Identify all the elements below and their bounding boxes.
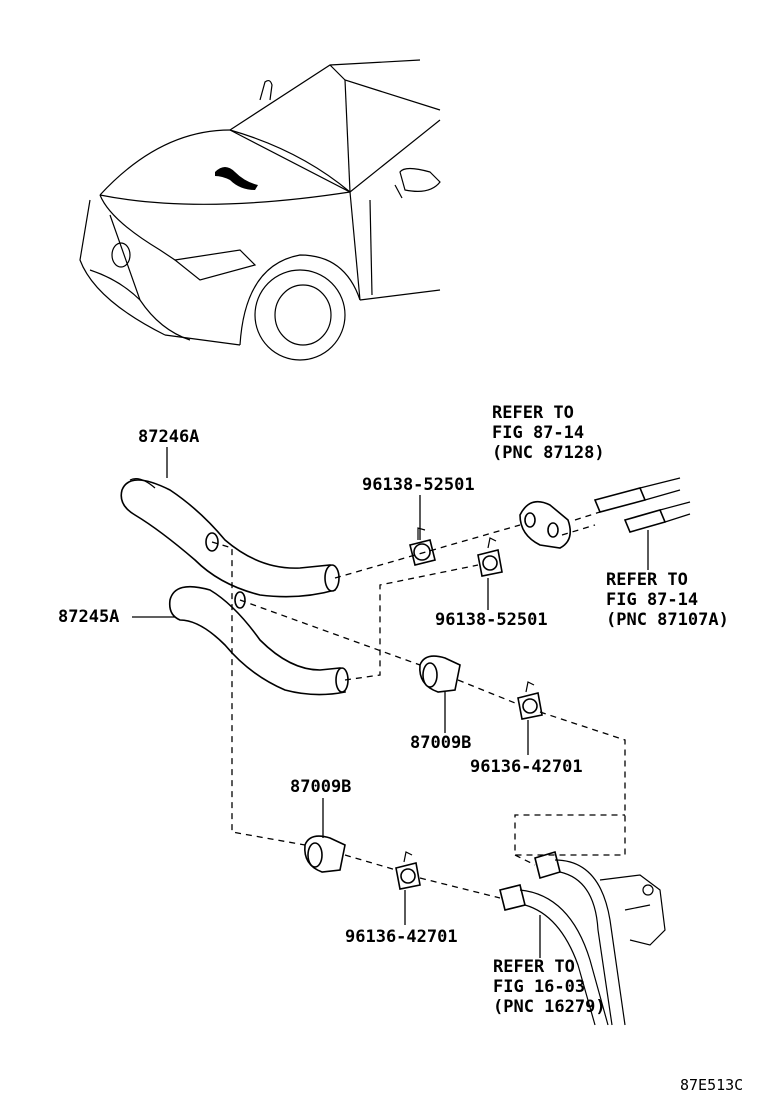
- car-illustration: [79, 59, 441, 361]
- ref3-line3: (PNC 16279): [493, 997, 606, 1017]
- reference-note-16279: REFER TO FIG 16-03 (PNC 16279): [493, 957, 606, 1017]
- label-clamp-96138-lower: 96138-52501: [435, 610, 548, 630]
- label-clamp-96136-upper: 96136-42701: [470, 757, 583, 777]
- ref2-line3: (PNC 87107A): [606, 610, 729, 630]
- ref3-line2: FIG 16-03: [493, 977, 585, 997]
- reference-note-87128: REFER TO FIG 87-14 (PNC 87128): [492, 403, 605, 463]
- grommet-87128: [519, 500, 571, 549]
- hose-87246a: [120, 478, 340, 598]
- figure-code: 87E513C: [680, 1076, 743, 1094]
- label-part-87009b-lower: 87009B: [290, 777, 351, 797]
- reference-note-87107a: REFER TO FIG 87-14 (PNC 87107A): [606, 570, 729, 630]
- ref2-line2: FIG 87-14: [606, 590, 698, 610]
- ref1-line1: REFER TO: [492, 403, 574, 423]
- label-hose-87246a: 87246A: [138, 427, 199, 447]
- clamp-96138-lower: [477, 537, 503, 577]
- ref1-line3: (PNC 87128): [492, 443, 605, 463]
- clamp-96138-upper: [409, 527, 436, 566]
- ref3-line1: REFER TO: [493, 957, 575, 977]
- clamp-96136-upper: [517, 681, 543, 720]
- connector-lines: [132, 447, 649, 958]
- label-clamp-96138-upper: 96138-52501: [362, 475, 475, 495]
- label-hose-87245a: 87245A: [58, 607, 119, 627]
- hose-87245a: [168, 585, 349, 696]
- pipe-16279: [499, 850, 666, 1026]
- part-87009b-upper: [419, 655, 461, 693]
- label-clamp-96136-lower: 96136-42701: [345, 927, 458, 947]
- ref1-line2: FIG 87-14: [492, 423, 584, 443]
- part-87009b-lower: [304, 835, 346, 873]
- pipe-87107a: [593, 477, 691, 533]
- label-part-87009b-upper: 87009B: [410, 733, 471, 753]
- ref2-line1: REFER TO: [606, 570, 688, 590]
- clamp-96136-lower: [395, 851, 421, 890]
